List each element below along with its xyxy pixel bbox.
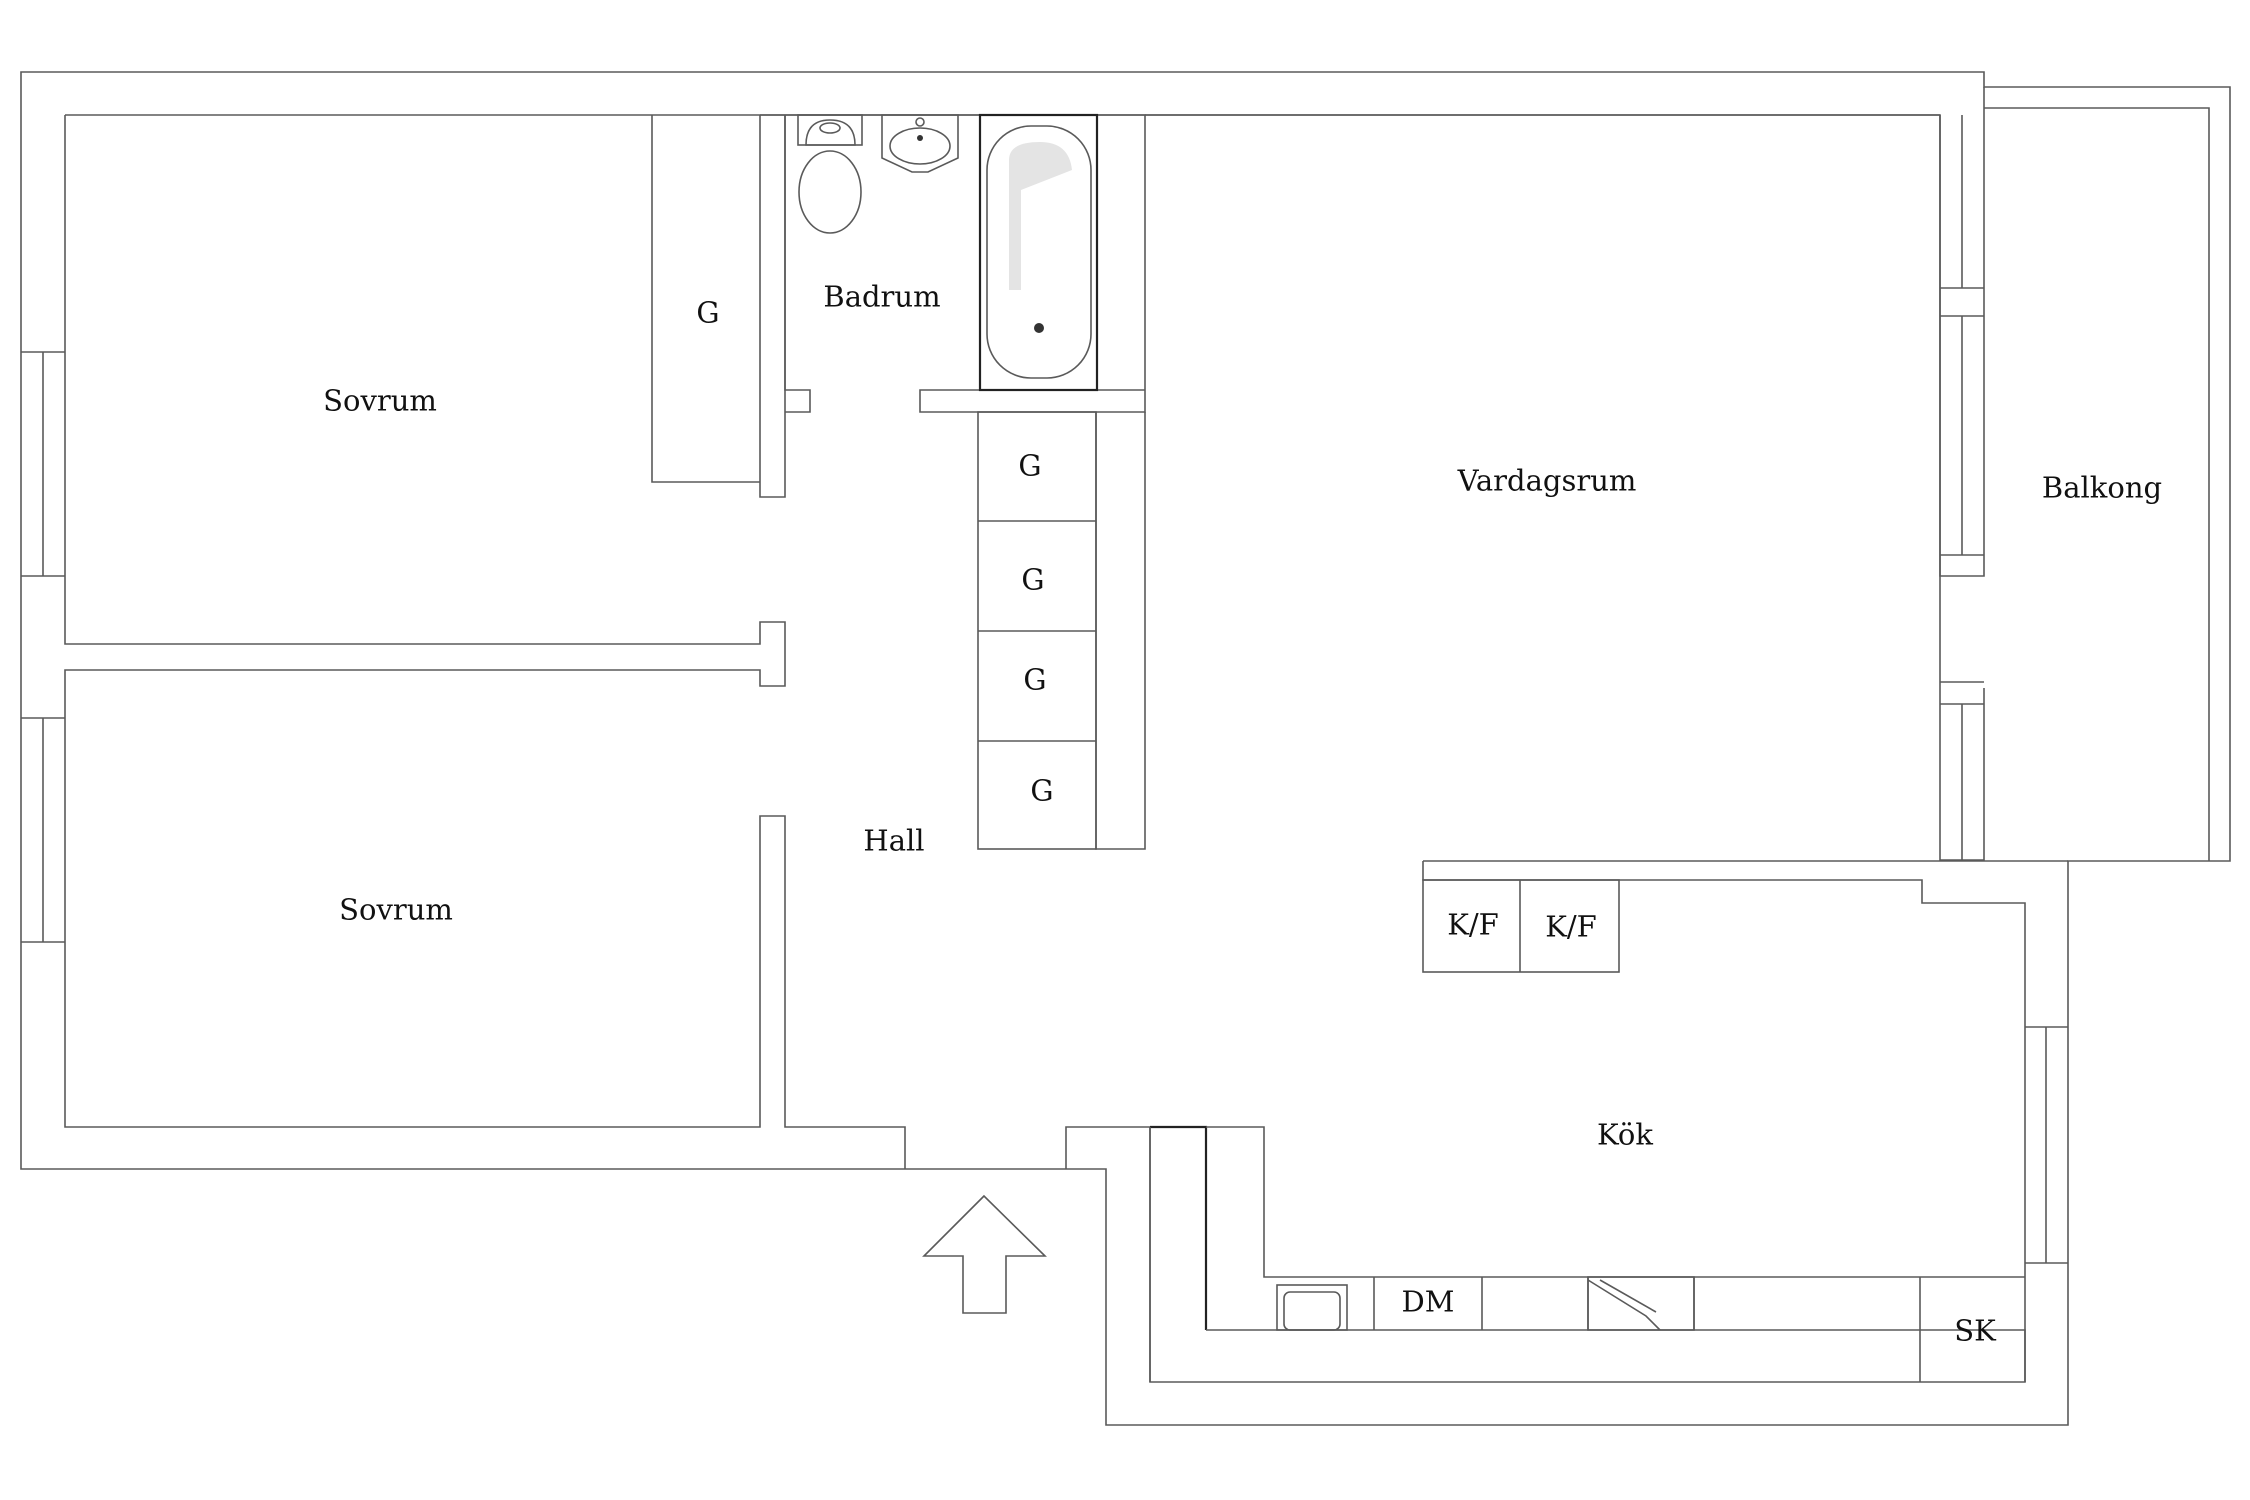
window-left-top	[21, 351, 65, 577]
closet-label-hall-2: G	[1021, 562, 1045, 597]
kitchen-sink-fixture	[1276, 1284, 1348, 1331]
room-label-sovrum-top: Sovrum	[323, 383, 437, 418]
fridge-freezer-units	[1422, 879, 1620, 973]
pantry-label: SK	[1954, 1313, 1996, 1348]
dishwasher-label: DM	[1401, 1284, 1455, 1319]
room-label-hall: Hall	[863, 823, 925, 858]
sink-fixture	[881, 114, 959, 173]
closet-label-hall-3: G	[1023, 662, 1047, 697]
room-label-sovrum-bottom: Sovrum	[339, 892, 453, 927]
living-room-walls	[1145, 87, 1985, 861]
kitchen-walls	[1422, 860, 2068, 1264]
closet-label-hall-1: G	[1018, 448, 1042, 483]
fridge-freezer-label-1: K/F	[1447, 907, 1499, 942]
exterior-walls	[20, 71, 2231, 1426]
bathtub-fixture	[978, 113, 1099, 392]
room-label-vardagsrum: Vardagsrum	[1457, 463, 1637, 498]
balcony-outline	[1984, 107, 2210, 861]
closet-label-bedroom: G	[696, 295, 720, 330]
kitchen-counter	[1149, 1125, 2026, 1382]
window-left-bottom	[21, 717, 65, 943]
room-label-badrum: Badrum	[823, 279, 941, 314]
stove-fixture	[1587, 1276, 1695, 1331]
room-label-balkong: Balkong	[2041, 470, 2163, 505]
toilet-fixture	[797, 114, 863, 234]
entrance-arrow-icon	[922, 1194, 1047, 1314]
room-label-kok: Kök	[1597, 1117, 1653, 1152]
fridge-freezer-label-2: K/F	[1545, 909, 1597, 944]
hall-closets	[977, 411, 1146, 850]
bathroom-walls	[760, 114, 1146, 413]
closet-label-hall-4: G	[1030, 773, 1054, 808]
